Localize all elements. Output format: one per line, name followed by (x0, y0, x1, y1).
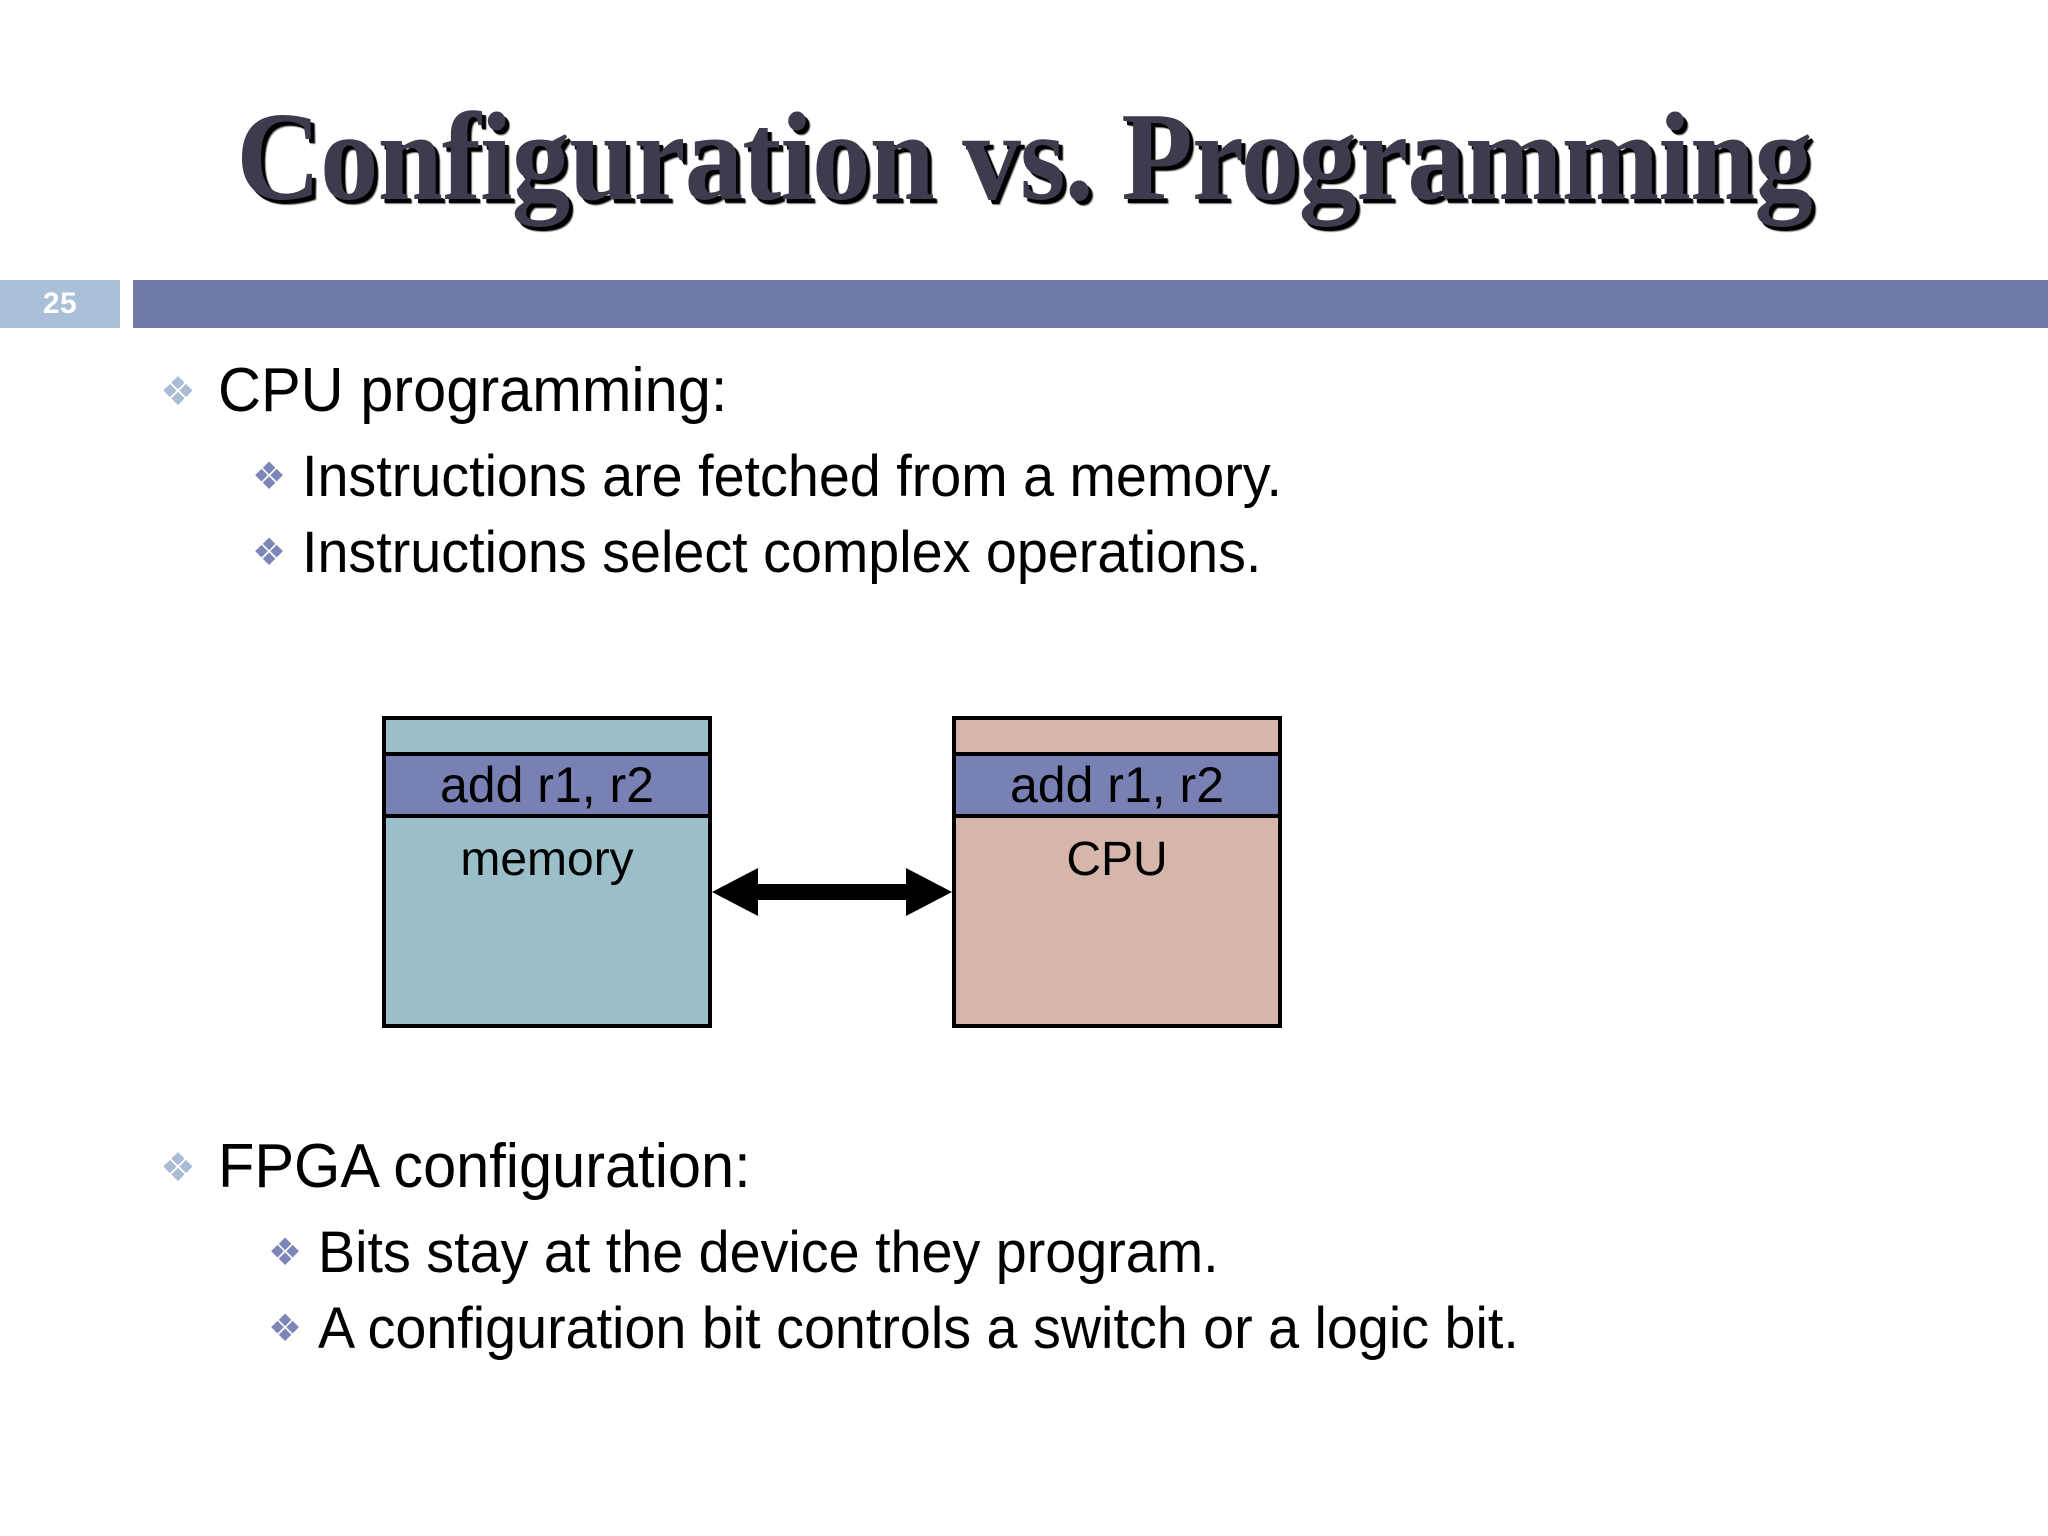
page-number-badge: 25 (0, 280, 120, 328)
memory-box-label: memory (386, 818, 708, 1024)
cpu-point-2-label: Instructions select complex operations. (302, 520, 1262, 585)
diamond-bullet-icon: ❖ (268, 1232, 303, 1274)
bullet-fpga-heading: ❖ FPGA configuration: (160, 1136, 2048, 1198)
diamond-bullet-icon: ❖ (160, 1146, 196, 1190)
cpu-box-label: CPU (956, 818, 1278, 1024)
memory-box: add r1, r2 memory (382, 716, 712, 1028)
diamond-bullet-icon: ❖ (252, 456, 287, 498)
header-rule: 25 (0, 280, 2048, 328)
bullet-fpga-point-1: ❖ Bits stay at the device they program. (268, 1224, 2048, 1282)
diamond-bullet-icon: ❖ (268, 1308, 303, 1350)
cpu-box-top-strip (956, 720, 1278, 756)
cpu-point-1-label: Instructions are fetched from a memory. (302, 444, 1282, 509)
bullet-fpga-point-2: ❖ A configuration bit controls a switch … (268, 1300, 2048, 1358)
accent-bar (133, 280, 2048, 328)
bidirectional-arrow-icon (712, 864, 952, 920)
cpu-heading-label: CPU programming: (218, 356, 728, 425)
bullet-cpu-heading: ❖ CPU programming: (160, 360, 2048, 422)
fpga-heading-label: FPGA configuration: (218, 1132, 751, 1201)
memory-instruction-cell: add r1, r2 (386, 756, 708, 818)
cpu-instruction-cell: add r1, r2 (956, 756, 1278, 818)
cpu-box: add r1, r2 CPU (952, 716, 1282, 1028)
title-area: Configuration vs. Programming (0, 78, 2048, 238)
fpga-section: ❖ FPGA configuration: ❖ Bits stay at the… (0, 1136, 2048, 1358)
bullet-cpu-point-2: ❖ Instructions select complex operations… (252, 524, 2048, 582)
fpga-point-1-label: Bits stay at the device they program. (318, 1220, 1219, 1285)
bullet-cpu-point-1: ❖ Instructions are fetched from a memory… (252, 448, 2048, 506)
page-title: Configuration vs. Programming (236, 88, 1812, 227)
diamond-bullet-icon: ❖ (252, 532, 287, 574)
fpga-point-2-label: A configuration bit controls a switch or… (318, 1296, 1519, 1361)
cpu-section: ❖ CPU programming: ❖ Instructions are fe… (0, 360, 2048, 582)
memory-box-top-strip (386, 720, 708, 756)
diamond-bullet-icon: ❖ (160, 370, 196, 414)
memory-cpu-diagram: add r1, r2 memory add r1, r2 CPU (0, 716, 2048, 1036)
